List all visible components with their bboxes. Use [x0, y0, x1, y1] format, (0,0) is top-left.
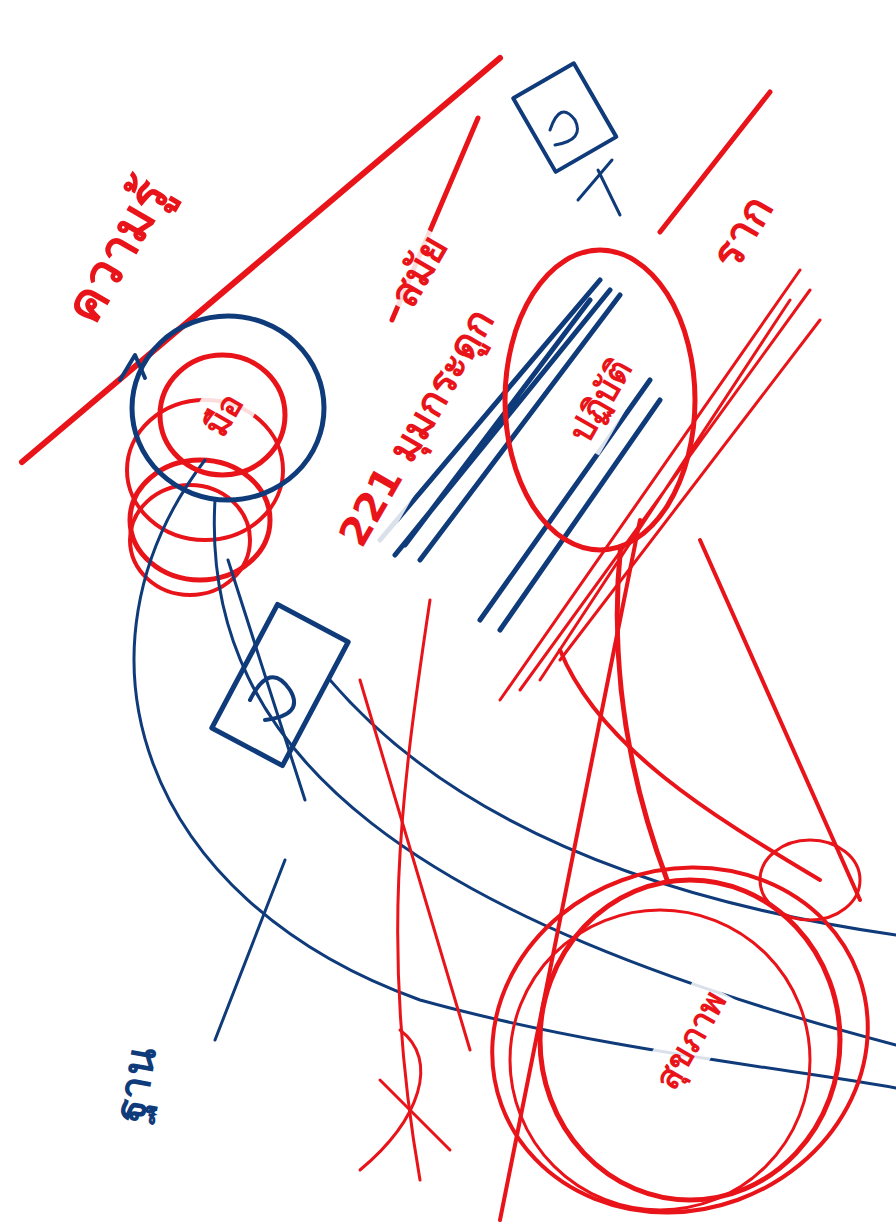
node-text: สุขภาพ	[638, 977, 742, 1104]
callout-number: 221 มุมกระดูก	[320, 293, 512, 562]
heading-note: ความรู้	[40, 159, 193, 342]
note-text: ราก	[690, 177, 793, 285]
ellipse-node: สุขภาพ	[540, 880, 840, 1200]
node-text: ปฏิบัติ	[552, 344, 647, 455]
note-text: ฐาน	[95, 1037, 175, 1131]
node-text: มือ	[187, 380, 259, 450]
ellipse-node: ปฏิบัติ	[505, 250, 695, 550]
circle-node: มือ	[160, 355, 285, 475]
connector-line	[617, 546, 668, 881]
